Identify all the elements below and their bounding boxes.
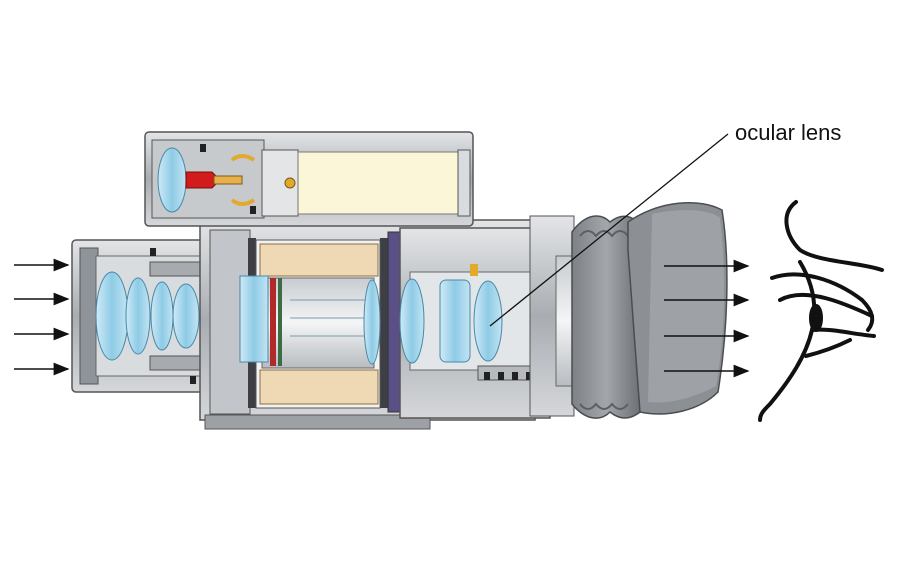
objective-lens-element [150,281,174,351]
eyecup [571,202,728,419]
ocular-lens-element [399,278,425,364]
objective-lens-element [172,283,200,349]
sensor-housing-top [259,243,379,277]
battery [297,151,459,215]
ocular-lens-element [473,280,503,362]
objective-lens-element [95,271,129,361]
illuminator-lens [157,147,187,213]
eye-sketch [758,200,884,422]
sensor-housing-bottom [259,369,379,405]
ocular-lens-label: ocular lens [735,120,842,145]
image-intensifier [239,239,381,409]
ocular-lens-leader-line [489,133,729,327]
outgoing-light-arrows [664,259,750,378]
eyepiece-assembly [399,215,593,419]
ocular-lens-element [439,279,471,363]
battery-compartment [144,131,474,227]
objective-lens-assembly [71,239,223,393]
incoming-light-arrows [14,258,70,376]
objective-lens-element [125,277,151,355]
